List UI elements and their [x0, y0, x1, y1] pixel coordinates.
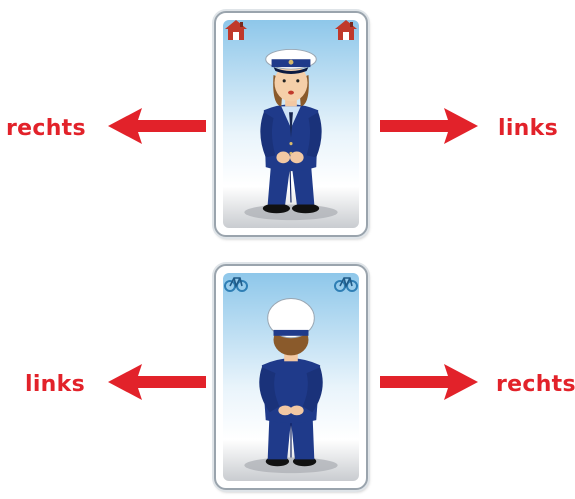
- police-card-back: [214, 264, 368, 490]
- bicycle-icon: [224, 272, 248, 294]
- direction-label-left-bottom: links: [25, 372, 85, 397]
- arrow-right-icon: [380, 108, 478, 144]
- direction-label-right-top: links: [498, 116, 558, 141]
- police-officer-front-illustration: [223, 20, 359, 228]
- direction-label-right-bottom: rechts: [496, 372, 575, 397]
- bicycle-icon: [334, 272, 358, 294]
- police-officer-back-illustration: [223, 273, 359, 481]
- direction-label-left-top: rechts: [6, 116, 86, 141]
- police-card-front: [214, 11, 368, 237]
- arrow-right-icon: [380, 364, 478, 400]
- arrow-left-icon: [108, 108, 206, 144]
- house-icon: [224, 19, 248, 41]
- arrow-left-icon: [108, 364, 206, 400]
- house-icon: [334, 19, 358, 41]
